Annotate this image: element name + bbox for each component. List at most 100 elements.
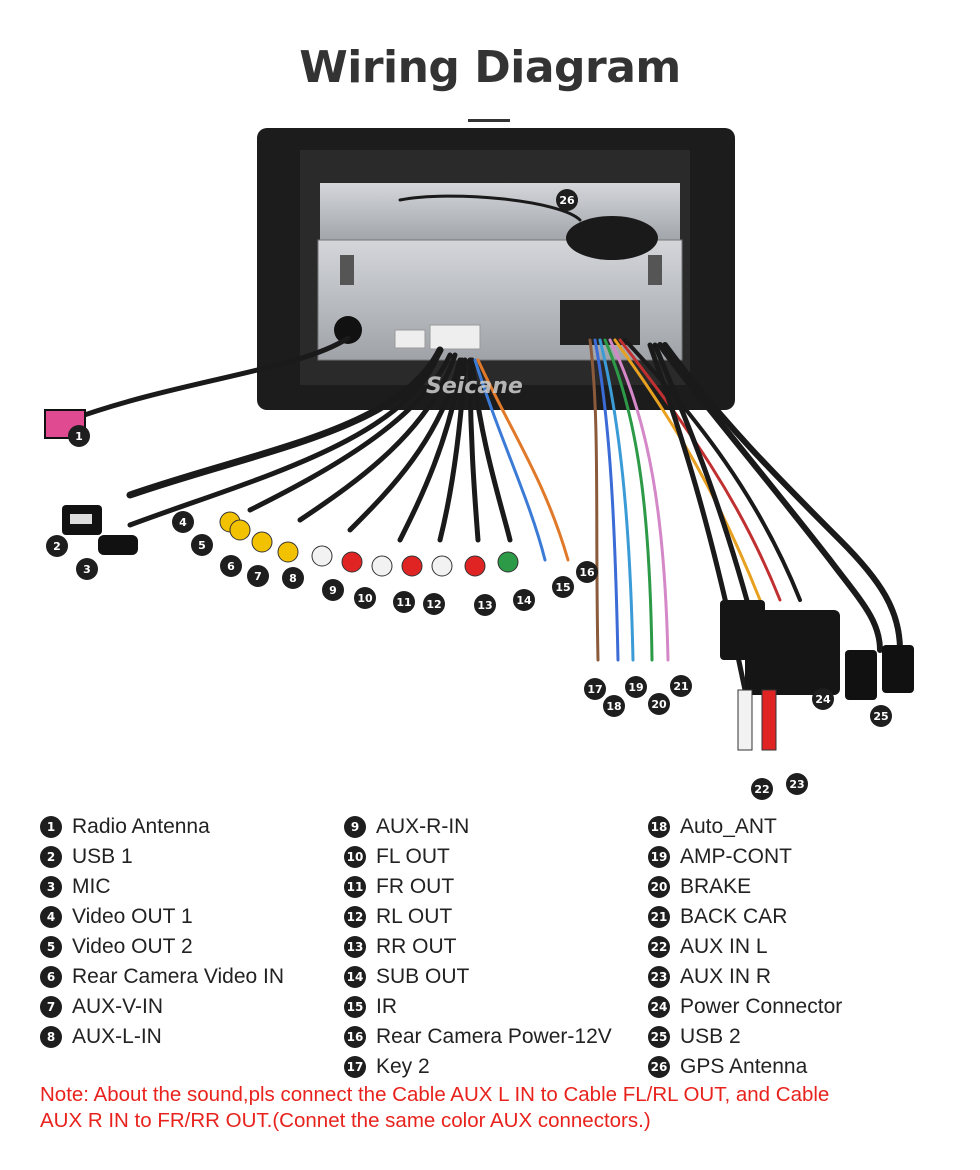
- legend-number-badge: 25: [648, 1026, 670, 1048]
- legend-number-badge: 9: [344, 816, 366, 838]
- legend-label: Video OUT 2: [72, 935, 193, 958]
- callout-number: 15: [555, 581, 570, 594]
- legend-number-badge: 12: [344, 906, 366, 928]
- callout-circle: [322, 579, 344, 601]
- callout-number: 20: [651, 698, 667, 711]
- legend-number-badge: 5: [40, 936, 62, 958]
- legend-number-badge: 6: [40, 966, 62, 988]
- callout-number: 13: [477, 599, 492, 612]
- legend-number-badge: 7: [40, 996, 62, 1018]
- callout-number: 23: [789, 778, 804, 791]
- callout-number: 6: [227, 560, 235, 573]
- callout-circle: [76, 558, 98, 580]
- legend-label: RR OUT: [376, 935, 457, 958]
- callout-number: 25: [873, 710, 888, 723]
- callout-number: 4: [179, 516, 187, 529]
- legend-number-badge: 16: [344, 1026, 366, 1048]
- callout-number: 16: [579, 566, 595, 579]
- callout-circle: [584, 678, 606, 700]
- callout-circle: [870, 705, 892, 727]
- callout-number: 22: [754, 783, 769, 796]
- legend-label: Auto_ANT: [680, 815, 777, 838]
- usb1-plug: [62, 505, 102, 535]
- mic-plug: [98, 535, 138, 555]
- callout-circle: [46, 535, 68, 557]
- callout-number: 1: [75, 430, 83, 443]
- legend-number-badge: 14: [344, 966, 366, 988]
- callout-number: 5: [198, 539, 206, 552]
- callout-circle: [354, 587, 376, 609]
- legend-label: FL OUT: [376, 845, 450, 868]
- callout-circle: [282, 567, 304, 589]
- callout-number: 17: [587, 683, 602, 696]
- callout-circle: [393, 591, 415, 613]
- callout-circle: [513, 589, 535, 611]
- callout-circle: [68, 425, 90, 447]
- title-underline: [468, 119, 510, 122]
- callout-number: 21: [673, 680, 688, 693]
- legend-label: BACK CAR: [680, 905, 788, 928]
- legend-number-badge: 3: [40, 876, 62, 898]
- legend-item: 10 FL OUT: [344, 842, 612, 872]
- callout-circle: [812, 688, 834, 710]
- legend-number-badge: 22: [648, 936, 670, 958]
- legend-number-badge: 19: [648, 846, 670, 868]
- callout-number: 3: [83, 563, 91, 576]
- legend-label: AUX IN R: [680, 965, 772, 988]
- callout-circle: [552, 576, 574, 598]
- legend-item: 19 AMP-CONT: [648, 842, 842, 872]
- power-connector: [720, 600, 840, 695]
- legend-label: AMP-CONT: [680, 845, 792, 868]
- callout-circle: [423, 593, 445, 615]
- watermark-text: Seicane: [426, 374, 523, 399]
- legend-label: GPS Antenna: [680, 1055, 808, 1078]
- legend-label: RL OUT: [376, 905, 453, 928]
- legend-item: 15 IR: [344, 992, 612, 1022]
- aux-in-plugs: [737, 689, 777, 751]
- callout-circle: [220, 555, 242, 577]
- legend-label: IR: [376, 995, 397, 1018]
- callout-circle: [751, 778, 773, 800]
- callout-number: 11: [396, 596, 411, 609]
- callout-number: 2: [53, 540, 61, 553]
- note-line-2: AUX R IN to FR/RR OUT.(Connet the same c…: [40, 1109, 651, 1132]
- callout-circle: [648, 693, 670, 715]
- legend-item: 12 RL OUT: [344, 902, 612, 932]
- legend-label: FR OUT: [376, 875, 455, 898]
- legend-number-badge: 10: [344, 846, 366, 868]
- callout-circle: [625, 676, 647, 698]
- usb2-plugs: [845, 645, 914, 700]
- legend-label: Power Connector: [680, 995, 843, 1018]
- callout-number: 12: [426, 598, 441, 611]
- callout-number: 14: [516, 594, 532, 607]
- callout-number: 9: [329, 584, 337, 597]
- callout-number: 10: [357, 592, 373, 605]
- callout-circle: [247, 565, 269, 587]
- legend-number-badge: 26: [648, 1056, 670, 1078]
- callout-number: 7: [254, 570, 262, 583]
- legend-number-badge: 2: [40, 846, 62, 868]
- legend-number-badge: 15: [344, 996, 366, 1018]
- legend-label: AUX IN L: [680, 935, 768, 958]
- callout-number: 24: [815, 693, 831, 706]
- callout-number: 26: [559, 194, 575, 207]
- callout-circle: [786, 773, 808, 795]
- legend-label: Radio Antenna: [72, 815, 210, 838]
- callout-circle: [576, 561, 598, 583]
